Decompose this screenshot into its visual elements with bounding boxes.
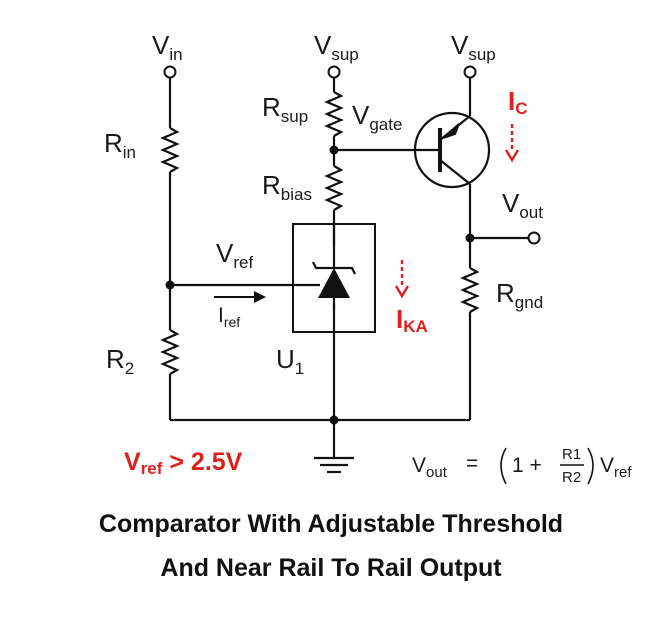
equation-rhs: Vref (600, 454, 632, 481)
ika-arrow (394, 260, 410, 299)
equation-equals: = (466, 452, 478, 475)
vsup-left-terminal (327, 65, 341, 79)
r2-label: R2 (106, 344, 134, 378)
vout-terminal (527, 231, 541, 245)
r2-resistor (160, 329, 180, 375)
rgnd-resistor (460, 267, 480, 313)
wires (168, 78, 528, 458)
vout-equation: Vout = 1 + R1 R2 Vref (412, 446, 632, 486)
vref-junction (165, 280, 175, 290)
junctions (165, 145, 475, 425)
ground-junction (329, 415, 339, 425)
caption-line-1: Comparator With Adjustable Threshold (99, 510, 563, 538)
rsup-resistor (324, 91, 344, 137)
vin-terminal (163, 65, 177, 79)
iref-label: Iref (218, 304, 240, 330)
vin-label: Vin (152, 30, 183, 64)
u1-cathode-bar (312, 261, 356, 275)
rin-label: Rin (104, 128, 136, 162)
rbias-resistor (324, 165, 344, 211)
pnp-transistor (413, 111, 491, 189)
transistor-body (413, 111, 491, 189)
vsup-right-terminal (463, 65, 477, 79)
u1-diode-triangle (318, 268, 350, 298)
ic-label: IC (508, 86, 528, 118)
equation-one: 1 + (512, 454, 542, 477)
caption-line-2: And Near Rail To Rail Output (160, 554, 502, 582)
rsup-label: Rsup (262, 92, 308, 126)
ika-label: IKA (396, 304, 428, 336)
ic-arrow (504, 124, 520, 163)
vsup-left-label: Vsup (314, 30, 359, 64)
rin-resistor (160, 127, 180, 173)
vref-label: Vref (216, 238, 253, 272)
vgate-label: Vgate (352, 100, 402, 134)
vref-condition: Vref > 2.5V (124, 448, 243, 478)
rbias-label: Rbias (262, 170, 312, 204)
equation-right-paren (587, 447, 594, 485)
equation-left-paren (500, 447, 507, 485)
emitter-arrow (442, 123, 460, 139)
u1-label: U1 (276, 344, 304, 378)
equation-denominator: R2 (562, 469, 581, 486)
rgnd-label: Rgnd (496, 278, 543, 312)
equation-lhs: Vout (412, 454, 448, 481)
terminals (163, 65, 541, 245)
vout-label: Vout (502, 188, 543, 222)
iref-arrow (214, 291, 266, 303)
u1-shunt-regulator (292, 223, 376, 333)
ground-symbol (314, 456, 354, 474)
gate-junction (329, 145, 339, 155)
vout-junction (465, 233, 475, 243)
equation-numerator: R1 (562, 446, 581, 463)
vsup-right-label: Vsup (451, 30, 496, 64)
